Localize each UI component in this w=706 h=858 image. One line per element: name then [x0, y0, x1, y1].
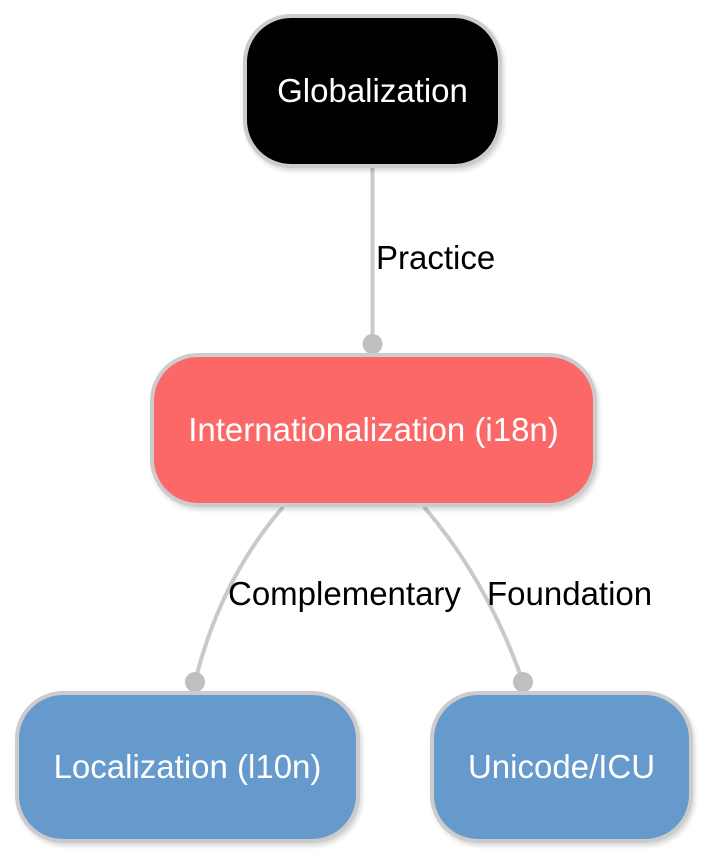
edge-label-complementary: Complementary — [228, 575, 461, 612]
node-unicode-icu: Unicode/ICU — [430, 691, 693, 843]
node-localization-label: Localization (l10n) — [53, 748, 322, 786]
edge-i18n-to-unicode — [422, 505, 525, 683]
node-globalization: Globalization — [243, 14, 502, 168]
edge-endpoint-dot-l10n — [185, 672, 205, 692]
node-localization: Localization (l10n) — [15, 691, 360, 843]
edge-endpoint-dot-i18n — [362, 334, 383, 354]
edge-endpoint-dot-unicode — [513, 672, 533, 692]
edge-label-foundation: Foundation — [487, 575, 653, 612]
node-internationalization: Internationalization (i18n) — [150, 353, 597, 507]
node-internationalization-label: Internationalization (i18n) — [188, 411, 559, 449]
edge-i18n-to-l10n — [193, 505, 285, 683]
edge-label-practice: Practice — [376, 239, 496, 276]
node-globalization-label: Globalization — [277, 72, 468, 110]
node-unicode-icu-label: Unicode/ICU — [467, 748, 656, 786]
